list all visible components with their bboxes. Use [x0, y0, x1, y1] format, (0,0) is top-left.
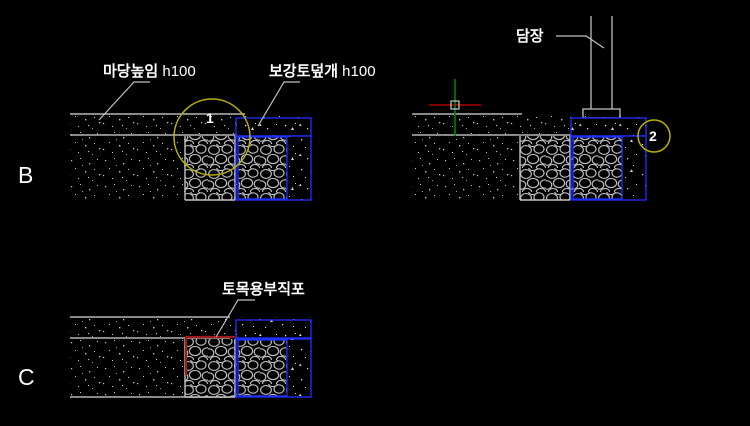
detail-bubble-1-label[interactable]: 1 [206, 110, 214, 126]
detail-bubble-1-circle [173, 98, 251, 176]
annotation-geotextile[interactable]: 토목용부직포 [222, 282, 305, 297]
leader-yard-raise [98, 81, 150, 121]
reinforced-cover-cap-right [570, 117, 647, 137]
reinforced-cover-body-c [235, 338, 312, 398]
leader-boundary-wall [556, 35, 605, 49]
annotation-reinforced-cover[interactable]: 보강토덮개 h100 [269, 64, 376, 79]
annotation-geotextile-text: 토목용부직포 [222, 281, 305, 298]
detail-c-assembly [70, 299, 313, 398]
reinforced-cover-body-right [570, 135, 647, 201]
reinforced-cover-cap-c [235, 319, 312, 339]
detail-b-left-assembly [70, 81, 313, 201]
section-label-c: C [18, 364, 35, 390]
annotation-reinforced-cover-unit: h100 [338, 63, 376, 80]
annotation-yard-raise-text: 마당높임 [103, 63, 159, 80]
reinforced-cover-body-left [235, 135, 312, 201]
section-label-b: B [18, 162, 34, 188]
detail-b-right-assembly [412, 16, 671, 201]
annotation-yard-raise-unit: h100 [158, 63, 196, 80]
gravel-trench-right [519, 136, 571, 201]
detail-bubble-2-circle [637, 119, 671, 153]
detail-bubble-2-label[interactable]: 2 [649, 128, 657, 144]
boundary-wall-stem [582, 16, 621, 119]
gravel-trench-left [184, 136, 236, 201]
gravel-trench-c [184, 339, 236, 398]
leader-geotextile [215, 299, 255, 338]
annotation-boundary-wall[interactable]: 담장 [516, 29, 544, 44]
crosshair-pickbox [450, 100, 460, 110]
crosshair-cursor [429, 79, 481, 136]
reinforced-cover-cap-left [235, 117, 312, 137]
annotation-reinforced-cover-text: 보강토덮개 [269, 63, 339, 80]
annotation-yard-raise[interactable]: 마당높임 h100 [103, 64, 196, 79]
geotextile-fabric-line [184, 335, 235, 375]
leader-reinforced-cover [257, 81, 300, 127]
annotation-boundary-wall-text: 담장 [516, 28, 544, 45]
